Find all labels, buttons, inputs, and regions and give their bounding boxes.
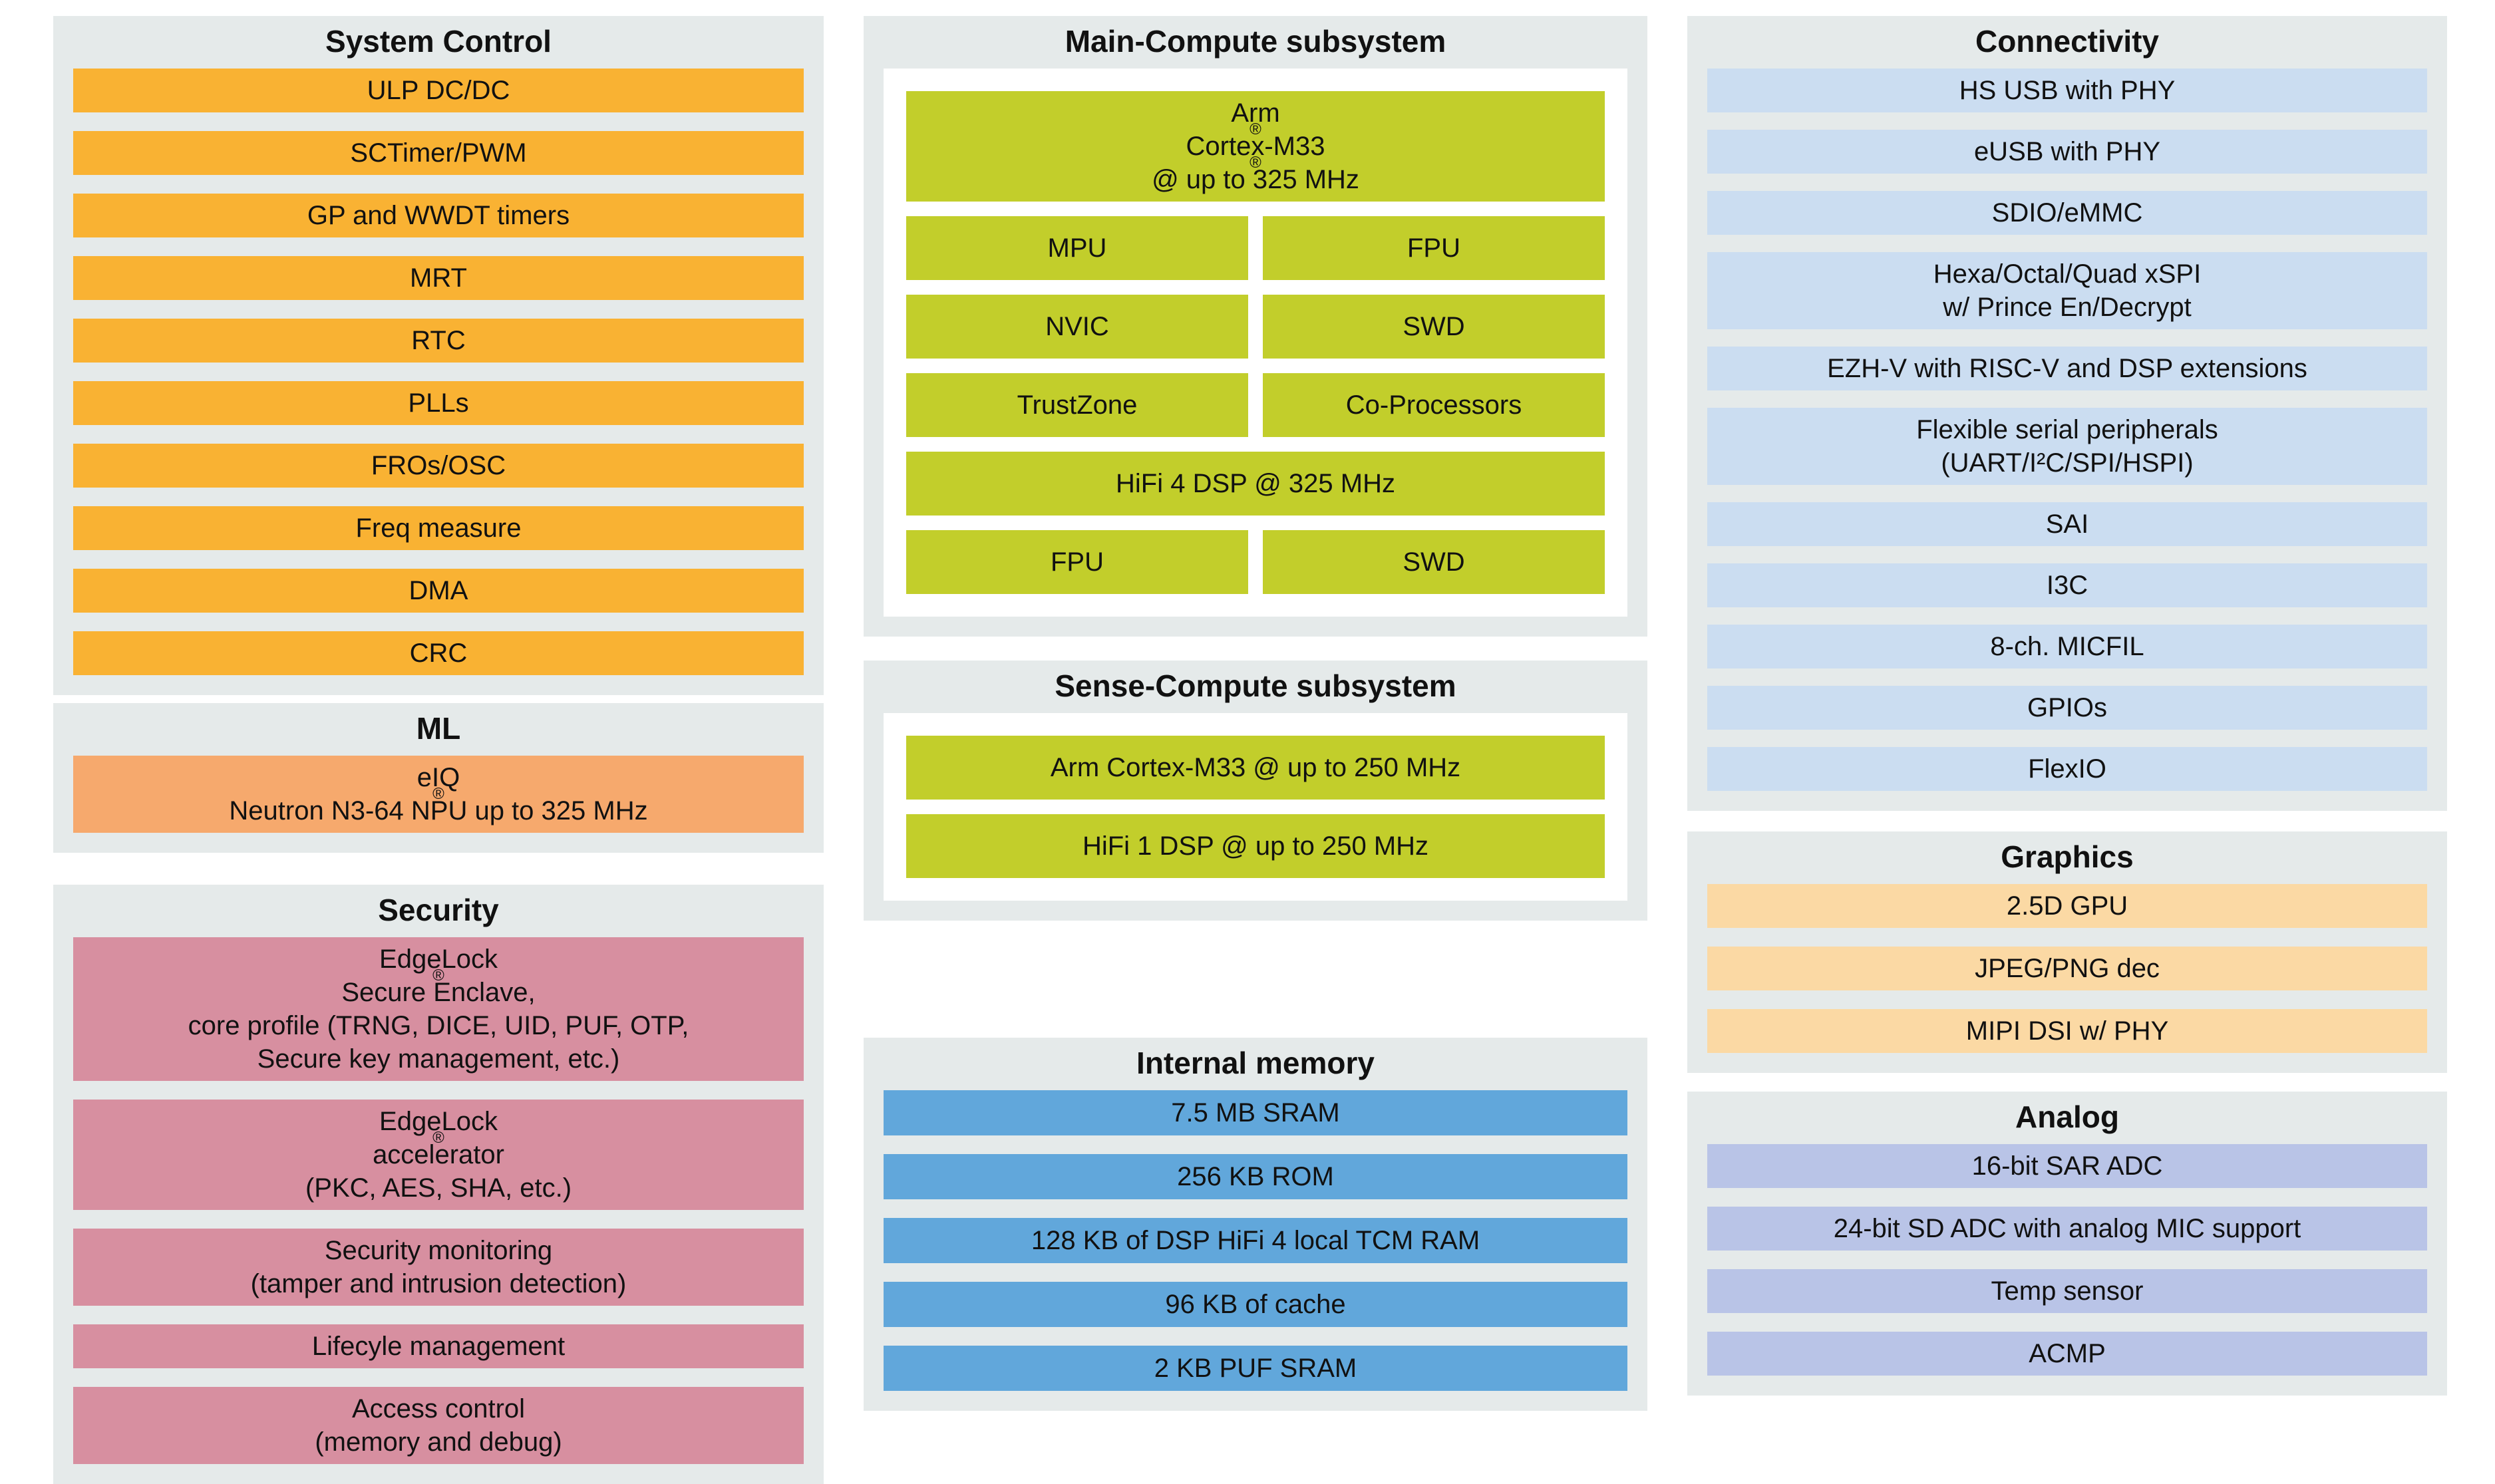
diagram-block: HS USB with PHY: [1707, 68, 2427, 112]
panel-connectivity: Connectivity HS USB with PHY eUSB with PH…: [1687, 16, 2447, 811]
internal-memory-rows: 7.5 MB SRAM 256 KB ROM 128 KB of DSP HiFi …: [884, 1090, 1627, 1391]
soc-block-diagram: System Control ULP DC/DC SCTimer/PWM GP an…: [53, 16, 2447, 1484]
diagram-block: 2 KB PUF SRAM: [884, 1345, 1627, 1391]
diagram-block: EZH-V with RISC-V and DSP extensions: [1707, 346, 2427, 390]
analog-rows: 16-bit SAR ADC 24-bit SD ADC with analog …: [1707, 1143, 2427, 1376]
diagram-block: Arm® Cortex-M33® @ up to 325 MHz: [906, 90, 1605, 202]
panel-title-security: Security: [378, 892, 499, 927]
diagram-block: SWD: [1263, 294, 1605, 359]
column-middle: Main-Compute subsystem Arm® Cortex-M33® …: [864, 16, 1647, 1411]
diagram-block: Access control(memory and debug): [73, 1386, 804, 1464]
diagram-block: SAI: [1707, 502, 2427, 546]
diagram-block: CRC: [73, 631, 804, 675]
diagram-block: FROs/OSC: [73, 443, 804, 488]
panel-security: Security EdgeLock® Secure Enclave,core p…: [53, 884, 824, 1484]
panel-sense-compute: Sense-Compute subsystem Arm Cortex-M33 @…: [864, 660, 1647, 921]
diagram-block: GP and WWDT timers: [73, 193, 804, 237]
panel-title-connectivity: Connectivity: [1975, 24, 2160, 59]
security-rows: EdgeLock® Secure Enclave,core profile (T…: [73, 937, 804, 1464]
diagram-block: TrustZone: [906, 372, 1248, 437]
diagram-block: ULP DC/DC: [73, 68, 804, 112]
diagram-block: DMA: [73, 568, 804, 613]
diagram-block: eIQ® Neutron N3-64 NPU up to 325 MHz: [73, 755, 804, 833]
panel-ml: ML eIQ® Neutron N3-64 NPU up to 325 MHz: [53, 702, 824, 853]
panel-title-system-control: System Control: [325, 24, 552, 59]
diagram-block: HiFi 4 DSP @ 325 MHz: [906, 451, 1605, 516]
diagram-block: 128 KB of DSP HiFi 4 local TCM RAM: [884, 1217, 1627, 1263]
panel-title-sense-compute: Sense-Compute subsystem: [1055, 668, 1456, 703]
diagram-block: EdgeLock® Secure Enclave,core profile (T…: [73, 937, 804, 1081]
diagram-block: EdgeLock® accelerator(PKC, AES, SHA, etc…: [73, 1099, 804, 1210]
diagram-block: Flexible serial peripherals(UART/I²C/SPI…: [1707, 407, 2427, 485]
diagram-block: ACMP: [1707, 1331, 2427, 1376]
diagram-block: RTC: [73, 318, 804, 363]
diagram-block: MPU: [906, 216, 1248, 280]
diagram-block: FlexIO: [1707, 746, 2427, 791]
diagram-block: Security monitoring(tamper and intrusion…: [73, 1228, 804, 1306]
diagram-block: 256 KB ROM: [884, 1153, 1627, 1199]
panel-internal-memory: Internal memory 7.5 MB SRAM 256 KB ROM 128…: [864, 1037, 1647, 1411]
diagram-block: PLLs: [73, 380, 804, 425]
panel-title-graphics: Graphics: [2001, 839, 2134, 874]
diagram-block: FPU: [1263, 216, 1605, 280]
diagram-block: Arm Cortex-M33 @ up to 250 MHz: [906, 735, 1605, 800]
panel-main-compute: Main-Compute subsystem Arm® Cortex-M33® …: [864, 16, 1647, 637]
diagram-block: Freq measure: [73, 506, 804, 550]
diagram-block: I3C: [1707, 563, 2427, 607]
diagram-block: 8-ch. MICFIL: [1707, 624, 2427, 668]
panel-title-analog: Analog: [2015, 1099, 2119, 1134]
diagram-block: Lifecyle management: [73, 1324, 804, 1368]
diagram-block: SCTimer/PWM: [73, 130, 804, 175]
diagram-block: HiFi 1 DSP @ up to 250 MHz: [906, 814, 1605, 878]
panel-title-internal-memory: Internal memory: [1136, 1045, 1375, 1080]
panel-system-control: System Control ULP DC/DC SCTimer/PWM GP an…: [53, 16, 824, 695]
diagram-block: 2.5D GPU: [1707, 883, 2427, 928]
panel-title-main-compute: Main-Compute subsystem: [1065, 24, 1446, 59]
column-left: System Control ULP DC/DC SCTimer/PWM GP an…: [53, 16, 824, 1484]
connectivity-rows: HS USB with PHY eUSB with PHY SDIO/eMMC Hex…: [1707, 68, 2427, 791]
diagram-block: 16-bit SAR ADC: [1707, 1143, 2427, 1188]
diagram-block: FPU: [906, 529, 1248, 594]
diagram-block: Co-Processors: [1263, 372, 1605, 437]
diagram-block: 24-bit SD ADC with analog MIC support: [1707, 1206, 2427, 1251]
column-right: Connectivity HS USB with PHY eUSB with PH…: [1687, 16, 2447, 1403]
panel-analog: Analog 16-bit SAR ADC 24-bit SD ADC with …: [1687, 1091, 2447, 1396]
diagram-block: 7.5 MB SRAM: [884, 1090, 1627, 1135]
diagram-block: NVIC: [906, 294, 1248, 359]
diagram-block: 96 KB of cache: [884, 1281, 1627, 1327]
diagram-block: eUSB with PHY: [1707, 129, 2427, 174]
diagram-block: GPIOs: [1707, 685, 2427, 730]
diagram-block: Temp sensor: [1707, 1268, 2427, 1313]
panel-title-ml: ML: [416, 710, 461, 746]
diagram-block: JPEG/PNG dec: [1707, 946, 2427, 990]
ml-rows: eIQ® Neutron N3-64 NPU up to 325 MHz: [73, 755, 804, 833]
diagram-block: MRT: [73, 255, 804, 300]
diagram-block: MIPI DSI w/ PHY: [1707, 1008, 2427, 1053]
diagram-block: SDIO/eMMC: [1707, 190, 2427, 235]
diagram-block: SWD: [1263, 529, 1605, 594]
